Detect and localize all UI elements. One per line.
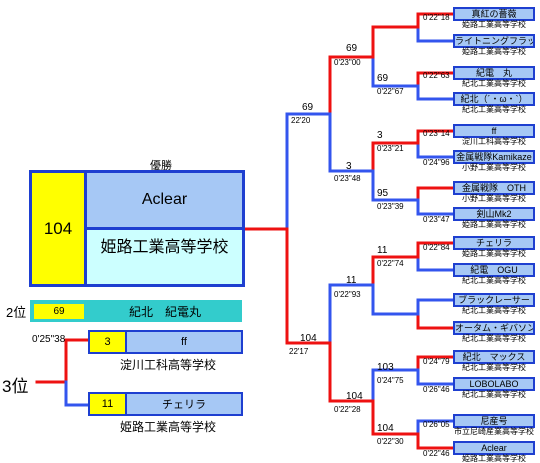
team-school: 紀北工業高等学校: [462, 363, 526, 372]
second-place-score: 69: [34, 304, 84, 319]
team-school: 紀北工業高等学校: [462, 390, 526, 399]
match-score: 69: [346, 43, 358, 54]
team-name: 剣山Mk2: [453, 207, 535, 221]
team-school: 姫路工業高等学校: [462, 249, 526, 258]
team-name: 紀北（´・ω・`）: [453, 92, 535, 106]
team-time: 0'22"63: [423, 71, 450, 80]
match-score: 3: [377, 130, 383, 141]
match-score: 104: [346, 391, 363, 402]
team-name: チェリラ: [453, 236, 535, 250]
team-name: 紀電 丸: [453, 66, 535, 80]
match-time: 0'22"74: [377, 259, 404, 268]
match-time: 0'23"48: [334, 174, 361, 183]
team-name: 金属戦隊Kamikaze: [453, 150, 535, 164]
team-name: 尼産号: [453, 414, 535, 428]
team-name: 紀電 OGU: [453, 263, 535, 277]
match-score: 11: [377, 245, 388, 256]
team-name: 真紅の薔薇: [453, 7, 535, 21]
winner-heading: 優勝: [150, 160, 172, 172]
winner-score: 104: [32, 173, 87, 284]
team-school: 姫路工業高等学校: [462, 47, 526, 56]
team-name: 金属戦隊 OTH: [453, 181, 535, 195]
team-school: 紀北工業高等学校: [462, 276, 526, 285]
team-name: ff: [453, 124, 535, 138]
team-school: 姫路工業高等学校: [462, 20, 526, 29]
team-school: 市立尼崎産業高等学校: [454, 427, 534, 436]
team-name: LOBOLABO: [453, 377, 535, 391]
match-score: 95: [377, 188, 389, 199]
third-team1-score: 3: [90, 332, 127, 352]
second-place-team: 紀北 紀電丸: [128, 304, 201, 319]
third-team2-name: チェリラ: [162, 399, 206, 411]
match-time: 0'22"28: [334, 405, 361, 414]
team-time: 0'23"47: [423, 215, 450, 224]
match-time: 0'22"93: [334, 290, 361, 299]
team-time: 0'24"96: [423, 158, 450, 167]
match-score: 104: [300, 333, 317, 344]
match-time: 22'20: [291, 116, 311, 125]
third-place-label: 3位: [2, 377, 29, 396]
team-name: ライトニングフラッシュ: [453, 34, 535, 48]
team-name: オータム・ギバソン: [453, 321, 535, 335]
match-score: 69: [377, 73, 389, 84]
match-score: 103: [377, 362, 394, 373]
team-name: ブラックレーサー: [453, 293, 535, 307]
winner-school: 姫路工業高等学校: [100, 239, 229, 256]
team-school: 淀川工科高等学校: [462, 137, 526, 146]
second-place-label: 2位: [6, 305, 27, 320]
third-team1-school: 淀川工科高等学校: [120, 358, 217, 372]
team-time: 0'23"14: [423, 129, 450, 138]
match-score: 3: [346, 161, 352, 172]
match-score: 69: [302, 102, 314, 113]
team-time: 0'22"84: [423, 243, 450, 252]
team-time: 0'22"46: [423, 449, 450, 458]
team-time: 0'26"05: [423, 420, 450, 429]
match-time: 0'23"21: [377, 144, 404, 153]
third-team1-name: ff: [181, 336, 187, 348]
match-time: 0'24"75: [377, 376, 404, 385]
team-time: 0'26"46: [423, 385, 450, 394]
team-school: 紀北工業高等学校: [462, 334, 526, 343]
match-time: 22'17: [289, 347, 309, 356]
team-school: 姫路工業高等学校: [462, 454, 526, 463]
match-time: 0'22"30: [377, 437, 404, 446]
match-time: 0'22"67: [377, 87, 404, 96]
team-name: Aclear: [453, 441, 535, 455]
third-team2-school: 姫路工業高等学校: [120, 420, 217, 434]
team-school: 小野工業高等学校: [462, 194, 526, 203]
winner-team-name: Aclear: [87, 173, 242, 230]
team-time: 0'24"79: [423, 357, 450, 366]
third-place-time: 0'25"38: [32, 334, 66, 345]
match-time: 0'23"00: [334, 58, 361, 67]
team-time: 0'22"18: [423, 13, 450, 22]
team-name: 紀北 マックス: [453, 350, 535, 364]
team-school: 紀北工業高等学校: [462, 79, 526, 88]
match-time: 0'23"39: [377, 202, 404, 211]
team-school: 姫路工業高等学校: [462, 220, 526, 229]
team-school: 紀北工業高等学校: [462, 306, 526, 315]
team-school: 紀北工業高等学校: [462, 105, 526, 114]
match-score: 11: [346, 275, 357, 286]
match-score: 104: [377, 423, 394, 434]
team-school: 小野工業高等学校: [462, 163, 526, 172]
third-team2-score: 11: [90, 394, 127, 414]
